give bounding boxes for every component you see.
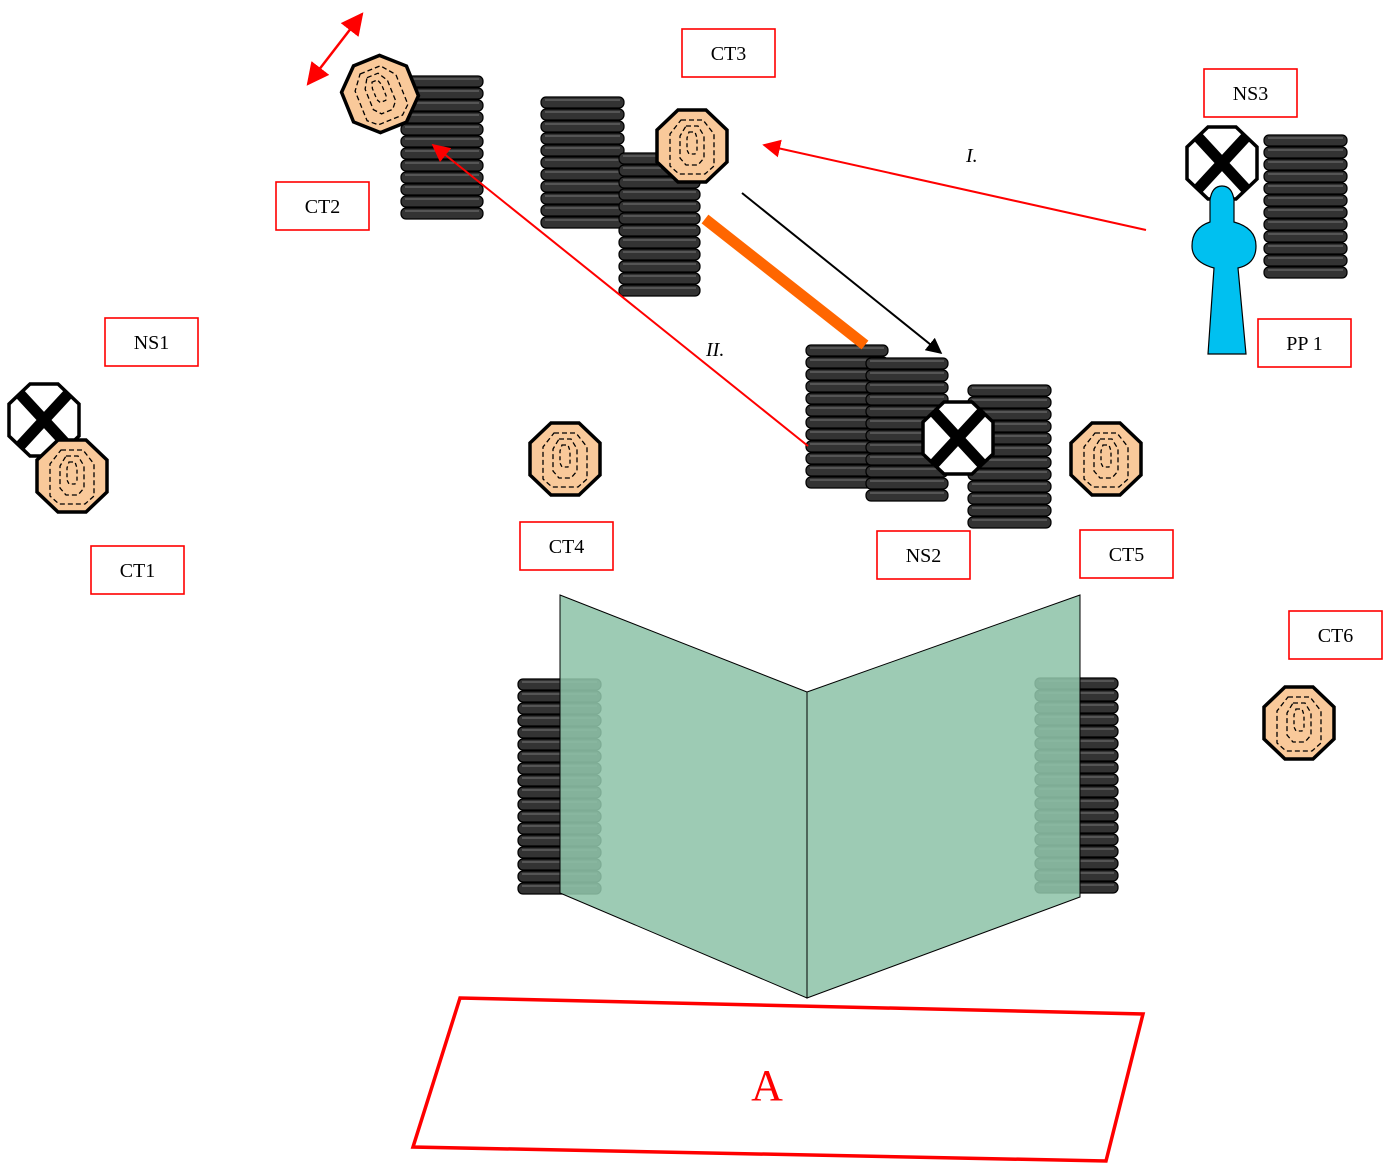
tire-disc [865,393,949,406]
tire-disc [1263,242,1348,255]
tire-disc [967,492,1052,505]
label-ct2-text: CT2 [305,196,341,218]
tire-disc [540,156,625,169]
tire-disc [540,204,625,217]
tire-disc [540,180,625,193]
tire-disc [540,216,625,229]
tire-disc [400,123,484,136]
vision-barrier [559,594,1081,999]
label-ns1: NS1 [104,317,199,367]
tire-disc [967,384,1052,397]
tire-disc [1263,218,1348,231]
tire-disc [1263,254,1348,267]
label-pp1: PP 1 [1257,318,1352,368]
arrow-two-label: II. [705,339,724,361]
tire-disc [618,200,701,213]
label-ct5: CT5 [1079,529,1174,579]
arrow-one-line [762,139,1147,231]
tire-disc [967,396,1052,409]
label-ct4-text: CT4 [549,536,585,558]
tire-disc [540,168,625,181]
tire-disc [865,357,949,370]
label-ct5-text: CT5 [1109,544,1145,566]
paper-target-icon-ct6 [1262,685,1336,761]
tire-disc [865,477,949,490]
label-ns2-text: NS2 [906,545,942,567]
no-shoot-target-icon-ns2 [923,402,993,474]
shooting-box-a [410,996,1146,1163]
tire-disc [1263,266,1348,279]
tire-disc [400,195,484,208]
tire-disc [618,284,701,297]
fault-line-bar [701,214,869,350]
tire-disc [865,369,949,382]
tire-disc [400,183,484,196]
tire-disc [618,236,701,249]
left-wall-panel [559,594,808,999]
tire-stack-icon [618,152,701,297]
label-ct1-text: CT1 [120,560,156,582]
label-ns3-text: NS3 [1233,83,1269,105]
label-ct2: CT2 [275,181,370,231]
tire-disc [540,144,625,157]
tire-disc [805,344,889,357]
tire-disc [400,159,484,172]
popper-icon [1191,185,1257,355]
tire-disc [967,516,1052,529]
tire-stack-icon [1263,134,1348,279]
tire-disc [865,489,949,502]
tire-disc [967,504,1052,517]
label-ns2: NS2 [876,530,971,580]
movement-arrow-line [741,192,943,355]
paper-target-icon-ct3 [655,108,729,184]
tire-disc [540,192,625,205]
tire-disc [618,188,701,201]
double-arrow-icon [306,12,364,86]
tire-disc [618,212,701,225]
tire-disc [1263,158,1348,171]
tire-disc [1263,170,1348,183]
arrow-two-line [431,143,809,447]
tire-disc [967,480,1052,493]
tire-disc [618,272,701,285]
tire-disc [540,120,625,133]
label-ct6: CT6 [1288,610,1383,660]
tire-disc [1263,134,1348,147]
tire-disc [865,381,949,394]
label-ct4: CT4 [519,521,614,571]
label-ct1: CT1 [90,545,185,595]
paper-target-icon-ct1 [35,438,109,514]
tire-disc [1263,146,1348,159]
tire-disc [1263,194,1348,207]
label-ct3-text: CT3 [711,43,747,65]
tire-disc [400,207,484,220]
paper-target-icon-ct4 [528,421,602,497]
tire-disc [618,248,701,261]
tire-disc [540,108,625,121]
tire-disc [1263,230,1348,243]
label-ct6-text: CT6 [1318,625,1354,647]
tire-disc [400,111,484,124]
tire-stack-icon [540,96,625,229]
tire-disc [540,96,625,109]
tire-disc [540,132,625,145]
tire-disc [400,135,484,148]
shooting-box-label: A [751,1061,783,1110]
tire-disc [1263,206,1348,219]
label-ct3: CT3 [681,28,776,78]
right-wall-panel [806,594,1081,999]
arrow-one-label: I. [965,145,978,167]
label-ns3: NS3 [1203,68,1298,118]
label-ns1-text: NS1 [134,332,170,354]
tire-disc [1263,182,1348,195]
tire-disc [618,224,701,237]
tire-disc [400,171,484,184]
tire-disc [967,468,1052,481]
label-pp1-text: PP 1 [1286,333,1323,355]
tire-disc [618,260,701,273]
paper-target-icon-ct5 [1069,421,1143,497]
